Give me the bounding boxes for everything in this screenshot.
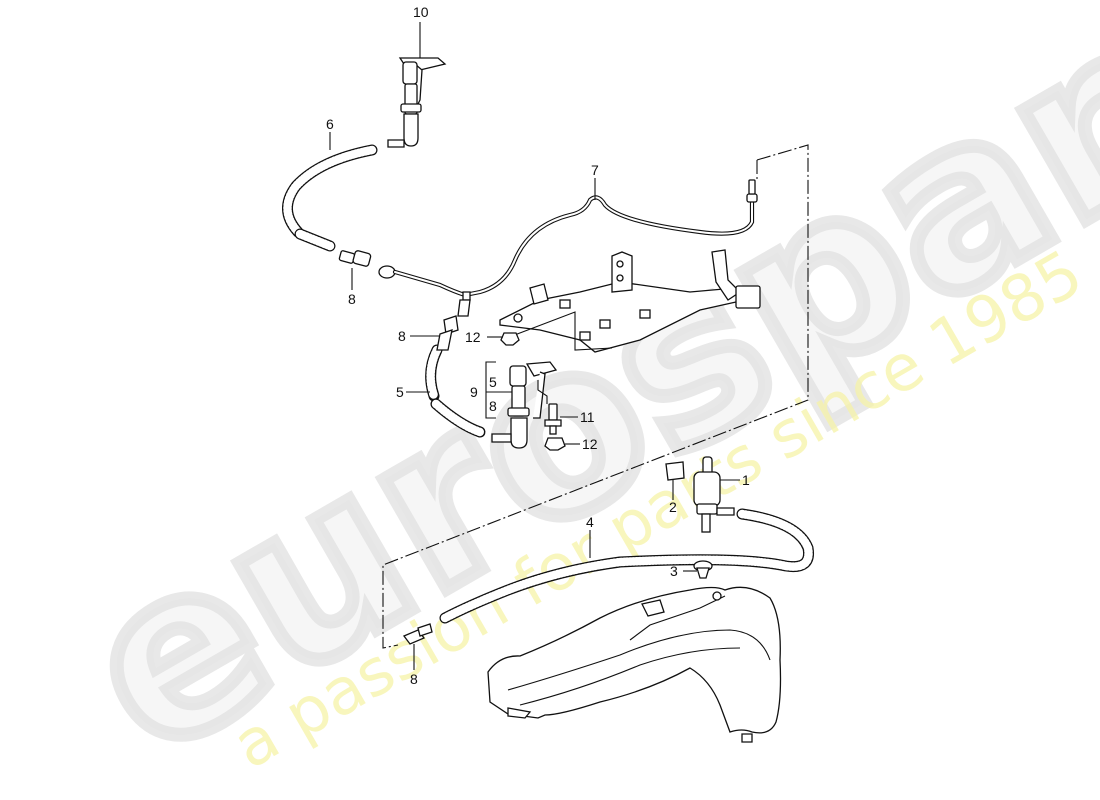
leader-lines (329, 22, 740, 670)
callout-10: 10 (413, 4, 429, 20)
hose-6 (282, 144, 378, 252)
washer-pump-1 (693, 456, 735, 533)
pipe-7 (392, 179, 758, 317)
callout-8-mid: 8 (398, 328, 406, 344)
callout-labels: 10 6 7 8 8 12 5 9 5 8 11 12 1 2 4 3 8 (326, 4, 750, 687)
callout-5: 5 (396, 384, 404, 400)
callout-8-lower: 8 (410, 671, 418, 687)
callout-2: 2 (669, 499, 677, 515)
callout-9-sub-8: 8 (489, 398, 497, 414)
callout-7: 7 (591, 162, 599, 178)
hose-5 (425, 344, 486, 438)
nut-12-lower (544, 437, 566, 451)
callout-6: 6 (326, 116, 334, 132)
callout-1: 1 (742, 472, 750, 488)
hose-4 (439, 508, 815, 624)
callout-8-upper: 8 (348, 291, 356, 307)
connector-8-lower (402, 623, 433, 645)
grommet-3 (693, 560, 713, 579)
bolt-11 (544, 403, 562, 435)
washer-nozzle-upper (387, 57, 447, 148)
callout-4: 4 (586, 514, 594, 530)
callout-12-upper: 12 (465, 329, 481, 345)
mounting-bracket (499, 249, 761, 353)
clip-2 (665, 461, 685, 481)
callout-12-lower: 12 (582, 436, 598, 452)
assembly-frame (382, 144, 809, 649)
connector-8-upper (338, 250, 396, 279)
connector-8-mid (436, 315, 459, 351)
washer-nozzle-lower (491, 361, 558, 449)
callout-9: 9 (470, 384, 478, 400)
callout-3: 3 (670, 563, 678, 579)
callout-11: 11 (580, 409, 595, 425)
nut-12-upper (500, 332, 520, 346)
washer-reservoir (487, 586, 782, 743)
callout-9-sub-5: 5 (489, 374, 497, 390)
